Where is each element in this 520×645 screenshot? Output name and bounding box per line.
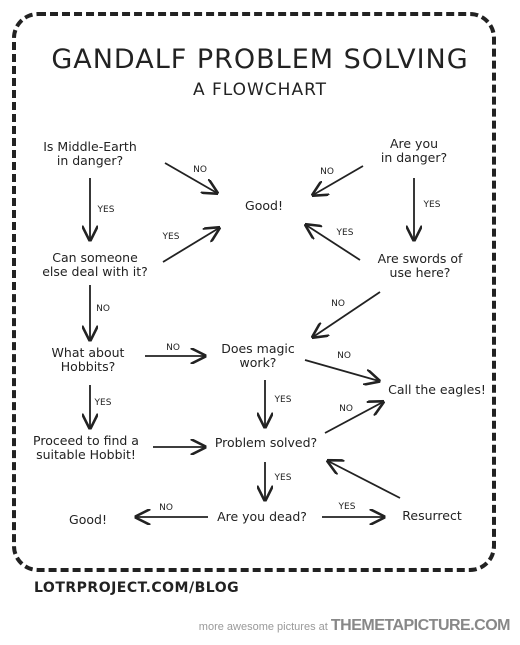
label-dead-no: NO	[159, 503, 173, 513]
node-eagles: Call the eagles!	[388, 382, 486, 397]
node-solved: Problem solved?	[214, 435, 318, 450]
label-you-no: NO	[320, 167, 334, 177]
arrow-resurrect-to-solved	[328, 461, 401, 499]
promo-text: more awesome pictures at	[198, 621, 328, 633]
arrow-else-to-good	[162, 228, 219, 263]
promo-watermark: more awesome pictures at THEMETAPICTURE.…	[198, 617, 511, 635]
arrow-solved-to-eagles	[324, 402, 383, 434]
arrow-me-to-good	[164, 162, 217, 193]
label-me-no: NO	[193, 165, 207, 175]
label-solved-no: NO	[339, 404, 353, 414]
label-me-yes: YES	[97, 205, 115, 215]
label-magic-yes: YES	[274, 395, 292, 405]
promo-site: THEMETAPICTURE.COM	[330, 617, 511, 634]
chart-title: GANDALF PROBLEM SOLVING	[51, 44, 469, 75]
label-hobbits-no: NO	[166, 343, 180, 353]
label-else-yes: YES	[162, 232, 180, 242]
chart-subtitle: A FLOWCHART	[192, 80, 328, 100]
label-else-no: NO	[96, 304, 110, 314]
node-resurrect: Resurrect	[402, 508, 462, 523]
label-hobbits-yes: YES	[94, 398, 112, 408]
source-footer: LOTRPROJECT.COM/BLOG	[34, 580, 240, 596]
dashed-frame	[12, 12, 496, 572]
arrow-swords-to-magic	[313, 291, 381, 337]
arrow-you-to-good	[313, 165, 364, 195]
arrow-magic-to-eagles	[304, 359, 379, 381]
label-dead-yes: YES	[338, 502, 356, 512]
node-good-bottom: Good!	[69, 512, 107, 527]
arrow-swords-to-good	[306, 225, 361, 261]
label-you-yes: YES	[423, 200, 441, 210]
node-good-top: Good!	[245, 198, 283, 213]
label-swords-no: NO	[331, 299, 345, 309]
label-magic-no: NO	[337, 351, 351, 361]
node-dead: Are you dead?	[217, 509, 307, 524]
label-solved-yes: YES	[274, 473, 292, 483]
label-swords-yes: YES	[336, 228, 354, 238]
